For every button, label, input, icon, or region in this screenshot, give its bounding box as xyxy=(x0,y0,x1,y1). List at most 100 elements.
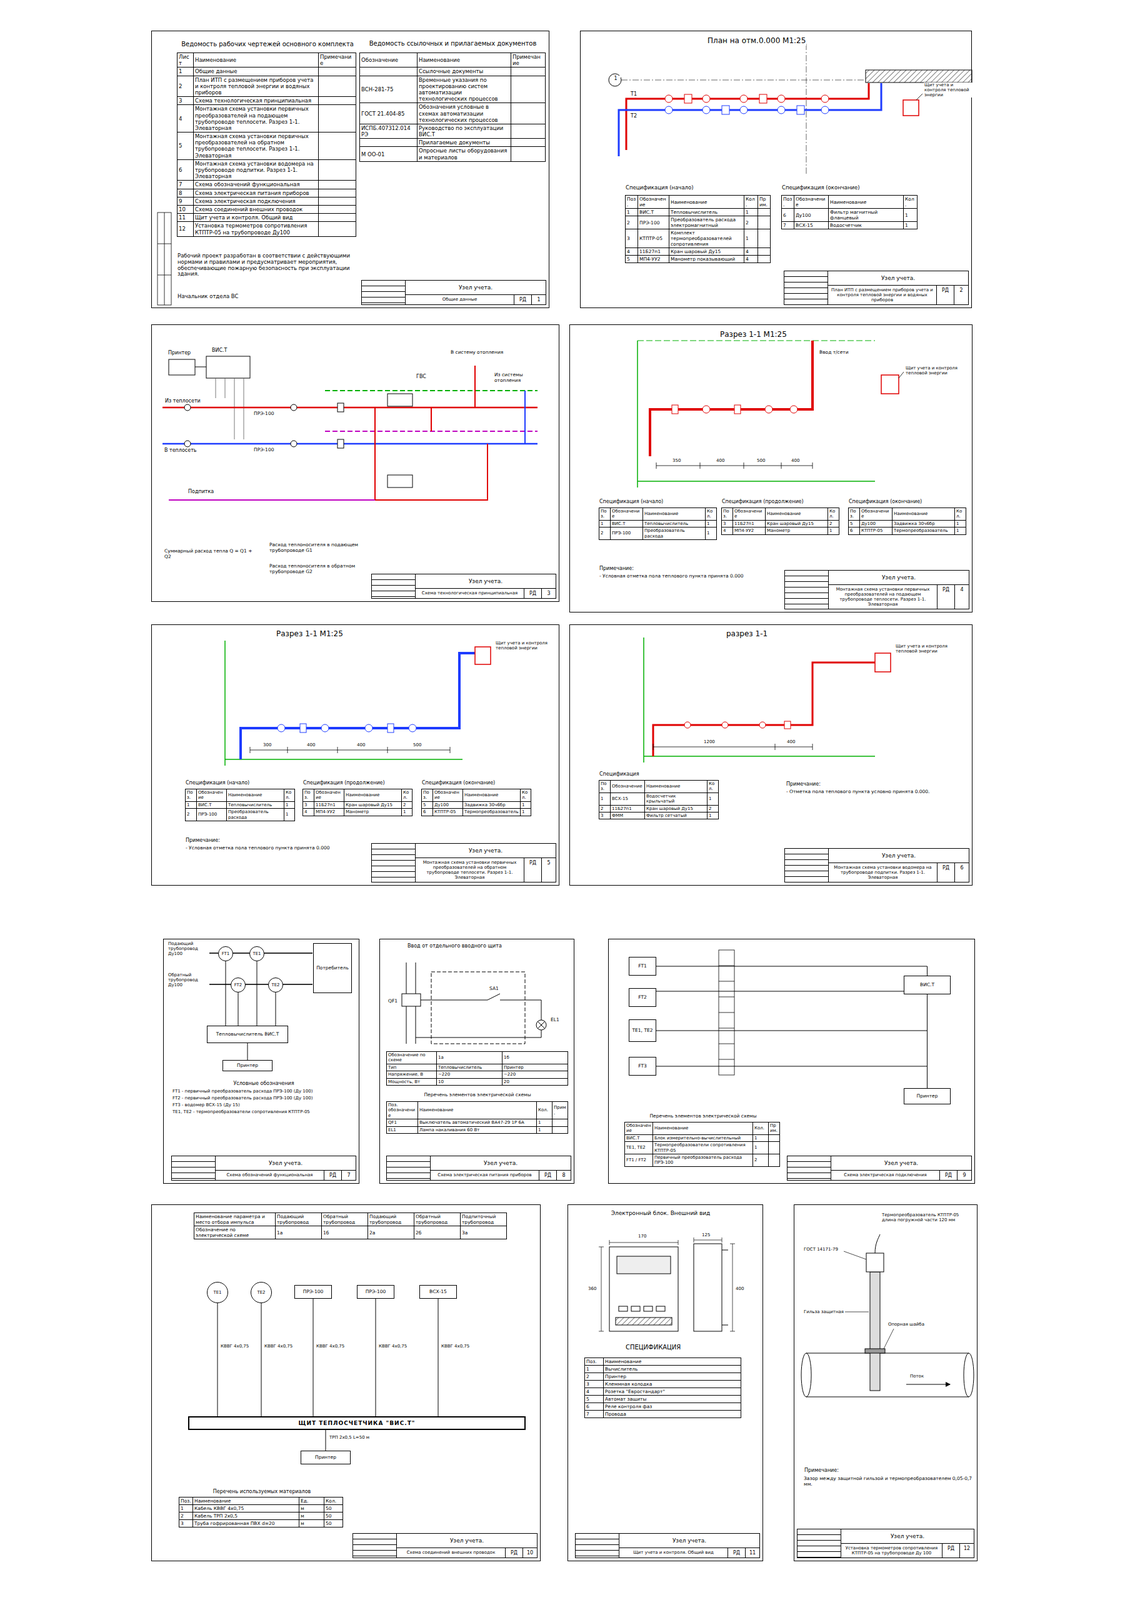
table-cell-text: Наименование xyxy=(893,511,928,517)
table-cell: Кол. xyxy=(744,195,759,209)
annotation: Спецификация (окончание) xyxy=(848,498,923,505)
table-cell-text: 20 xyxy=(503,1079,510,1085)
table-cell: Временные указания по проектированию сис… xyxy=(417,75,512,104)
table-cell: 4 xyxy=(744,255,759,264)
table-cell-text: 4 xyxy=(586,1388,590,1395)
table-cell-text: Манометр xyxy=(766,528,790,534)
table-cell-text: 6 xyxy=(586,1403,590,1410)
table-cell: 2 xyxy=(585,1373,604,1381)
table-cell-text: Кол. xyxy=(325,1498,337,1504)
annotation: 1200 xyxy=(703,739,716,745)
device-box: ВСХ-15 xyxy=(419,1285,457,1299)
process-scheme xyxy=(162,356,538,500)
title-text: Узел учета. xyxy=(396,1533,537,1549)
table-cell-text: Манометр показывающий xyxy=(670,256,735,262)
table-row: 311Б27п1Кран шаровый Ду152 xyxy=(721,520,840,527)
table-cell: ПРЭ-100 xyxy=(196,808,227,822)
table-cell xyxy=(511,123,546,139)
table-cell: Обозначение xyxy=(433,789,464,802)
table-row: Мощность, Вт1020 xyxy=(386,1078,569,1085)
table-row: Обозначение по электрической схеме1а1б2а… xyxy=(194,1226,507,1240)
title-block: Узел учета.Схема технологическая принцип… xyxy=(371,573,557,599)
table-cell: 6 xyxy=(585,1403,604,1411)
table-cell: Обозначение xyxy=(610,780,645,794)
title-block: Узел учета.Щит учета и контроля. Общий в… xyxy=(575,1533,760,1559)
instrument-circle: TE1 xyxy=(206,1281,229,1304)
table-cell-text: Монтажная схема установки первичных прео… xyxy=(195,133,309,159)
table-cell-text: Автомат защиты xyxy=(605,1396,647,1402)
table-cell xyxy=(318,196,357,205)
node-label: Тепловычислитель ВИС.Т xyxy=(216,1031,279,1038)
table-cell: 1а xyxy=(275,1226,322,1240)
table-row: Поз.ОбозначениеНаименованиеКол. xyxy=(421,789,532,802)
table-cell: 1 xyxy=(599,792,611,805)
table-row: Поз.ОбозначениеНаименованиеКол. xyxy=(303,789,413,802)
node-label: FT3 xyxy=(638,1063,647,1070)
annotation: EL1 xyxy=(550,1017,560,1024)
table-cell: Кол. xyxy=(520,789,532,802)
table-cell: Прим. xyxy=(768,1122,780,1135)
table-cell: ВИС.Т xyxy=(196,801,227,809)
table-cell-text: 11Б27п1 xyxy=(611,806,632,812)
device-box: FT3 xyxy=(628,1056,657,1076)
table-row: 2ПРЭ-100Преобразователь расхода1 xyxy=(185,808,295,822)
title-text: Схема соединений внешних проводок xyxy=(396,1548,506,1558)
table-cell: Фильтр магнитный фланцевый xyxy=(828,208,904,222)
annotation: SA1 xyxy=(488,986,500,992)
table-cell-text: Лампа накаливания 60 Вт xyxy=(419,1127,480,1133)
table-cell: Кол. xyxy=(828,508,840,521)
stamp-grid xyxy=(787,1156,832,1180)
node-label: TE2 xyxy=(256,1290,265,1295)
annotation: Щит учета и контроля тепловой энергии xyxy=(895,643,965,654)
table-row: Поз.ОбозначениеНаименованиеКол. xyxy=(599,508,717,521)
title-text: Узел учета. xyxy=(415,574,556,589)
table-cell: Наименование xyxy=(193,1497,300,1505)
table-cell-text: Поз. xyxy=(180,1498,192,1504)
table-cell-text: Поз. xyxy=(783,196,792,208)
table-cell: Кол. xyxy=(705,508,717,521)
table-cell: 4 xyxy=(585,1388,604,1396)
table-cell-text: 1а xyxy=(438,1055,444,1060)
table-cell: Лампа накаливания 60 Вт xyxy=(418,1126,537,1134)
table-row: Наименование параметра и место отбора им… xyxy=(194,1213,507,1227)
table-cell xyxy=(768,1134,780,1142)
title-text: Узел учета. xyxy=(405,280,546,295)
table-cell: Водосчетчик xyxy=(828,221,904,230)
table-cell-text: 5 xyxy=(850,521,853,527)
table-cell-text: м xyxy=(300,1520,305,1527)
table-cell-text: Манометр xyxy=(345,809,369,815)
table-cell: Наименование xyxy=(193,53,319,68)
table-cell xyxy=(318,75,357,97)
table-cell: Схема электрическая подключения xyxy=(193,196,319,205)
table-cell: 1 xyxy=(536,1126,553,1134)
table-cell: Обозначение xyxy=(610,508,644,521)
table-row: ЛистНаименованиеПримечание xyxy=(177,53,357,68)
table-cell: Выключатель автоматический ВА47-29 1Р 6А xyxy=(418,1119,537,1127)
drawing-sheet: Из теплосетиУзел учета.Схема технологиче… xyxy=(151,324,560,602)
annotation: 400 xyxy=(786,739,796,745)
stamp-grid xyxy=(371,574,416,599)
annotation: FT2 - первичный преобразователь расхода … xyxy=(171,1095,355,1101)
table-row: 1Общие данные xyxy=(177,67,357,76)
table-row: 6КТПТР-05Термопреобразователь1 xyxy=(848,527,967,535)
table-cell: Установка термометров сопротивления КТПТ… xyxy=(193,221,319,237)
table-row: 2Кабель ТРП 2х0,5м50 xyxy=(179,1512,344,1520)
annotation: Щит учета и контроля тепловой энергии xyxy=(905,365,969,376)
table-cell: ПРЭ-100 xyxy=(610,527,644,540)
device-box: Принтер xyxy=(300,1450,351,1465)
table-cell-text: Лист xyxy=(178,53,190,67)
table-cell-text: Ед. xyxy=(300,1498,309,1504)
title-text: Монтажная схема установки первичных прео… xyxy=(415,858,525,882)
table-cell-text: 2 xyxy=(186,811,190,817)
table-cell-text: Обозначение xyxy=(795,196,825,208)
table-cell-text: 1 xyxy=(706,530,710,536)
drawing-sheet: План на отм.0.000 М1:25Узел учета.План И… xyxy=(580,30,972,309)
table-cell-text: 1 xyxy=(180,1505,184,1512)
table-cell: Преобразователь расхода xyxy=(226,808,285,822)
table-cell-text: 2 xyxy=(403,802,406,808)
title-text: РД xyxy=(940,1170,958,1180)
table-cell-text: Тепловычислитель xyxy=(228,802,272,808)
title-text: РД xyxy=(936,285,955,305)
table-cell-text: 5 xyxy=(586,1396,590,1402)
spec-table: Обозначение по схеме1а1бТипТепловычислит… xyxy=(386,1051,569,1086)
